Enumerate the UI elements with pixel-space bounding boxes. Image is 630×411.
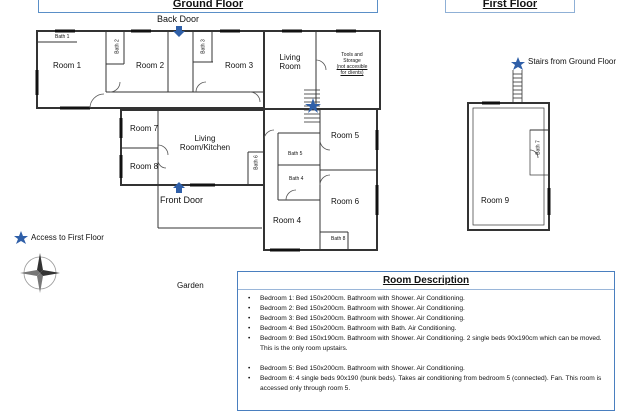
ground-floor-header: Ground Floor bbox=[38, 0, 378, 13]
bath-7-label: Bath 7 bbox=[535, 140, 542, 155]
access-to-first-floor-label: Access to First Floor bbox=[31, 233, 104, 242]
room-description-title: Room Description bbox=[238, 272, 614, 290]
list-item: Bedroom 6: 4 single beds 90x190 (bunk be… bbox=[248, 374, 608, 394]
list-item: Bedroom 2: Bed 150x200cm. Bathroom with … bbox=[248, 304, 608, 314]
room-6-label: Room 6 bbox=[331, 197, 360, 206]
list-item: Bedroom 9: Bed 150x190cm. Bathroom with … bbox=[248, 334, 608, 354]
living-room-label-line1: Living bbox=[279, 53, 301, 62]
room-3-label: Room 3 bbox=[225, 61, 254, 70]
bath-1-label: Bath 1 bbox=[55, 34, 70, 40]
tools-storage-line1: Tools and bbox=[341, 52, 363, 58]
living-room-label-line2: Room bbox=[279, 62, 301, 71]
garden-label: Garden bbox=[177, 281, 204, 290]
stairs-from-ground-floor-label: Stairs from Ground Floor bbox=[528, 57, 617, 66]
tools-storage-line4: for clients) bbox=[340, 70, 364, 76]
room-2-label: Room 2 bbox=[136, 61, 165, 70]
list-item: Bedroom 1: Bed 150x200cm. Bathroom with … bbox=[248, 294, 608, 304]
back-door-label: Back Door bbox=[157, 14, 200, 24]
tools-storage-line2: Storage bbox=[343, 58, 361, 64]
list-item: Bedroom 3: Bed 150x200cm. Bathroom with … bbox=[248, 314, 608, 324]
bath-5-label: Bath 5 bbox=[288, 151, 303, 157]
list-item: Bedroom 5: Bed 150x200cm. Bathroom with … bbox=[248, 364, 608, 374]
bath-6-label: Bath 6 bbox=[253, 155, 260, 170]
room-9-label: Room 9 bbox=[481, 196, 510, 205]
room-4-label: Room 4 bbox=[273, 216, 302, 225]
bath-8-label: Bath 8 bbox=[331, 236, 346, 242]
first-floor-header: First Floor bbox=[445, 0, 575, 13]
room-8-label: Room 8 bbox=[130, 162, 159, 171]
room-5-label: Room 5 bbox=[331, 131, 360, 140]
room-description-list: Bedroom 1: Bed 150x200cm. Bathroom with … bbox=[238, 294, 614, 394]
list-item: Bedroom 4: Bed 150x200cm. Bathroom with … bbox=[248, 324, 608, 334]
bath-4-label: Bath 4 bbox=[289, 176, 304, 182]
bath-2-label: Bath 2 bbox=[114, 39, 121, 54]
room-1-label: Room 1 bbox=[53, 61, 82, 70]
room-description-panel: Room Description Bedroom 1: Bed 150x200c… bbox=[237, 271, 615, 411]
bath-3-label: Bath 3 bbox=[200, 39, 207, 54]
tools-storage-line3: (not accesible bbox=[336, 64, 368, 70]
front-door-label: Front Door bbox=[160, 195, 204, 205]
living-kitchen-label-line2: Room/Kitchen bbox=[179, 143, 231, 152]
room-7-label: Room 7 bbox=[130, 124, 159, 133]
living-kitchen-label-line1: Living bbox=[194, 134, 216, 143]
